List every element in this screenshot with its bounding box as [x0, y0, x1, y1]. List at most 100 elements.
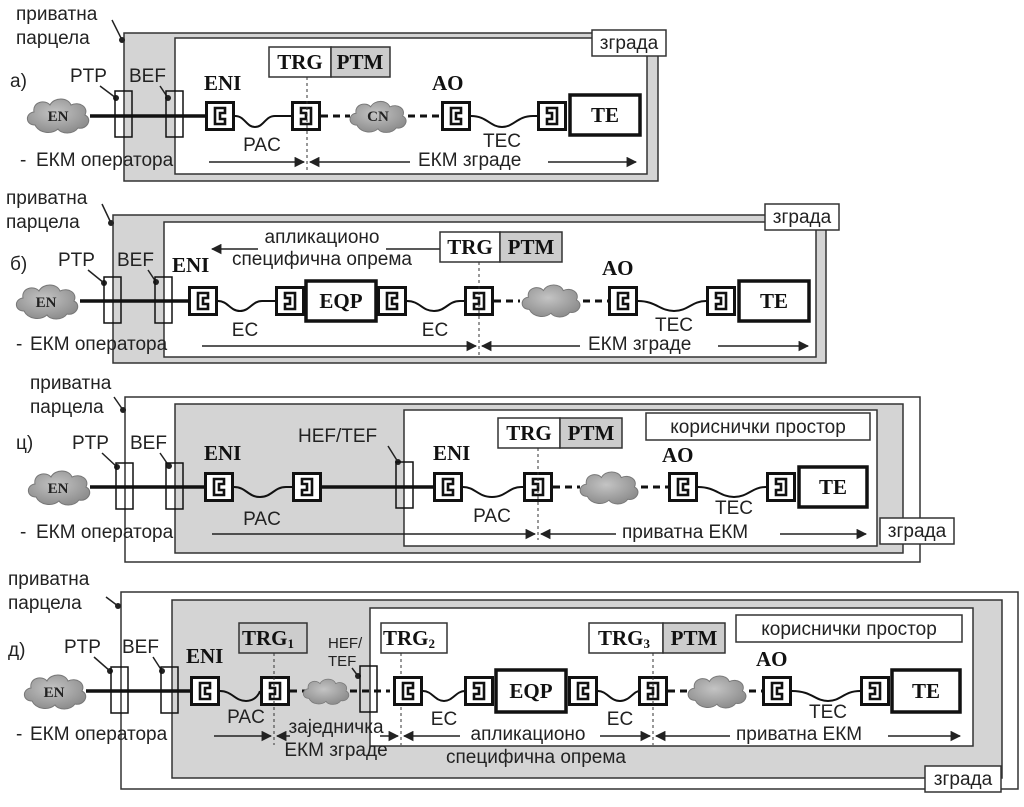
panel-d-app-equipment-1: апликационо: [471, 724, 586, 745]
panel-c-bef: BEF: [130, 433, 167, 454]
panel-d-label: д): [8, 640, 25, 661]
panel-c-eni-1-connector: [204, 472, 234, 502]
panel-b-ec-1: EC: [232, 320, 258, 341]
panel-a-trg-connector: [291, 101, 321, 131]
panel-d-private-ekm: приватна ЕКМ: [736, 724, 862, 745]
panel-d-user-space: кориснички простор: [761, 619, 937, 640]
panel-b-private-parcel-2: парцела: [6, 212, 80, 233]
panel-b-private-parcel-1: приватна: [6, 188, 88, 209]
panel-b-app-equipment-2: специфична опрема: [232, 249, 412, 270]
panel-d-en: EN: [44, 685, 65, 701]
panel-a-eni: ENI: [204, 71, 241, 95]
panel-d-cloud-2: [687, 675, 747, 709]
panel-b-trg: TRG: [447, 235, 493, 259]
panel-a-pac: PAC: [243, 135, 281, 156]
panel-d-shared-ekm-1: заједничка: [288, 717, 383, 738]
panel-b-ec-2: EC: [422, 320, 448, 341]
svg-text:-: -: [16, 334, 22, 355]
panel-a-ao-connector: [441, 101, 471, 131]
panel-a-ptm: PTM: [337, 50, 384, 74]
panel-a-cn: CN: [367, 109, 389, 125]
panel-b-eni: ENI: [172, 253, 209, 277]
panel-c-te-box: [797, 465, 869, 509]
panel-a-trg: TRG: [277, 50, 323, 74]
panel-d-ao: AO: [756, 647, 788, 671]
panel-b-eni-connector: [188, 286, 218, 316]
panel-a-operator-ekm: ЕКМ оператора: [36, 150, 174, 171]
panel-d-ec-2: EC: [607, 709, 633, 730]
panel-c-ao: AO: [662, 443, 694, 467]
panel-c-pac-2: PAC: [473, 506, 511, 527]
panel-d-ptp: PTP: [64, 637, 101, 658]
panel-d-pac: PAC: [227, 707, 265, 728]
panel-b-te: TE: [760, 289, 788, 313]
panel-d-eni: ENI: [186, 644, 223, 668]
panel-b-eqp: EQP: [319, 289, 362, 313]
panel-c-cloud: [579, 471, 639, 505]
panel-b-cloud: [521, 284, 581, 318]
panel-b-building-ekm: ЕКМ зграде: [588, 334, 691, 355]
panel-b-operator-ekm: ЕКМ оператора: [30, 334, 168, 355]
panel-a-ptp: PTP: [70, 66, 107, 87]
panel-d-ec-1: EC: [431, 709, 457, 730]
panel-c-tec: TEC: [715, 498, 753, 519]
panel-c-te: TE: [819, 475, 847, 499]
panel-b-te-connector: [706, 286, 736, 316]
panel-c: кориснички простор зграда приватна парце…: [16, 373, 955, 563]
panel-a-te-box: [568, 93, 642, 137]
panel-d-tec: TEC: [809, 702, 847, 723]
panel-c-en: EN: [48, 481, 69, 497]
panel-d-ptm: PTM: [671, 626, 718, 650]
panel-b-ao: AO: [602, 256, 634, 280]
panel-c-label: ц): [16, 433, 33, 454]
panel-a-building-ekm: ЕКМ зграде: [418, 150, 521, 171]
panel-b-label: б): [10, 254, 27, 275]
panel-d-ao-connector: [762, 676, 792, 706]
panel-b-bef: BEF: [117, 250, 154, 271]
panel-c-user-space: кориснички простор: [670, 417, 846, 438]
panel-d-eqp-box: [494, 668, 568, 714]
panel-c-te-connector: [766, 472, 796, 502]
panel-c-private-parcel-1: приватна: [30, 373, 112, 394]
panel-d-shared-ekm-2: ЕКМ зграде: [284, 740, 387, 761]
panel-d-trg3: TRG3: [598, 626, 651, 651]
panel-a-building-label: зграда: [600, 33, 659, 54]
panel-c-private-ekm: приватна ЕКМ: [622, 522, 748, 543]
panel-d-te: TE: [912, 679, 940, 703]
panel-b-app-equipment-1: апликационо: [265, 227, 380, 248]
panel-c-eni-1: ENI: [204, 441, 241, 465]
panel-d-private-parcel-2: парцела: [8, 593, 82, 614]
panel-c-eni-2: ENI: [433, 441, 470, 465]
panel-d-tef: TEF: [328, 653, 356, 670]
panel-b-tec: TEC: [655, 315, 693, 336]
panel-d-eqp-in-connector: [464, 676, 494, 706]
panel-a: зграда приватна парцела а) PTP BEF EN EN…: [10, 4, 667, 182]
panel-d-trg2: TRG2: [383, 626, 435, 651]
panel-d-trg1-connector: [260, 676, 290, 706]
panel-d-private-parcel-1: приватна: [8, 569, 90, 590]
svg-text:-: -: [20, 522, 26, 543]
panel-a-ao: AO: [432, 71, 464, 95]
panel-d-eni-connector: [190, 676, 220, 706]
panel-a-tec: TEC: [483, 131, 521, 152]
panel-c-eni-2-connector: [433, 472, 463, 502]
panel-c-building-label: зграда: [888, 521, 947, 542]
panel-c-operator-ekm: ЕКМ оператора: [36, 522, 174, 543]
panel-b-ao-connector: [608, 286, 638, 316]
svg-text:-: -: [16, 724, 22, 745]
panel-d-te-connector: [860, 676, 890, 706]
panel-c-private-parcel-2: парцела: [30, 397, 104, 418]
panel-d-cloud-1: [302, 678, 350, 705]
panel-c-trg: TRG: [506, 421, 552, 445]
panel-b-eqp-box: [304, 279, 378, 323]
panel-c-ptp: PTP: [72, 433, 109, 454]
panel-d-eqp: EQP: [509, 679, 552, 703]
panel-b-te-box: [737, 279, 811, 323]
panel-b-eqp-out-connector: [377, 286, 407, 316]
panel-a-private-parcel-2: парцела: [16, 28, 90, 49]
panel-b-ptp: PTP: [58, 250, 95, 271]
panel-d-app-equipment-2: специфична опрема: [446, 747, 626, 768]
panel-d: кориснички простор зграда приватна парце…: [8, 569, 1019, 793]
panel-a-te: TE: [591, 103, 619, 127]
panel-c-pac-1: PAC: [243, 509, 281, 530]
